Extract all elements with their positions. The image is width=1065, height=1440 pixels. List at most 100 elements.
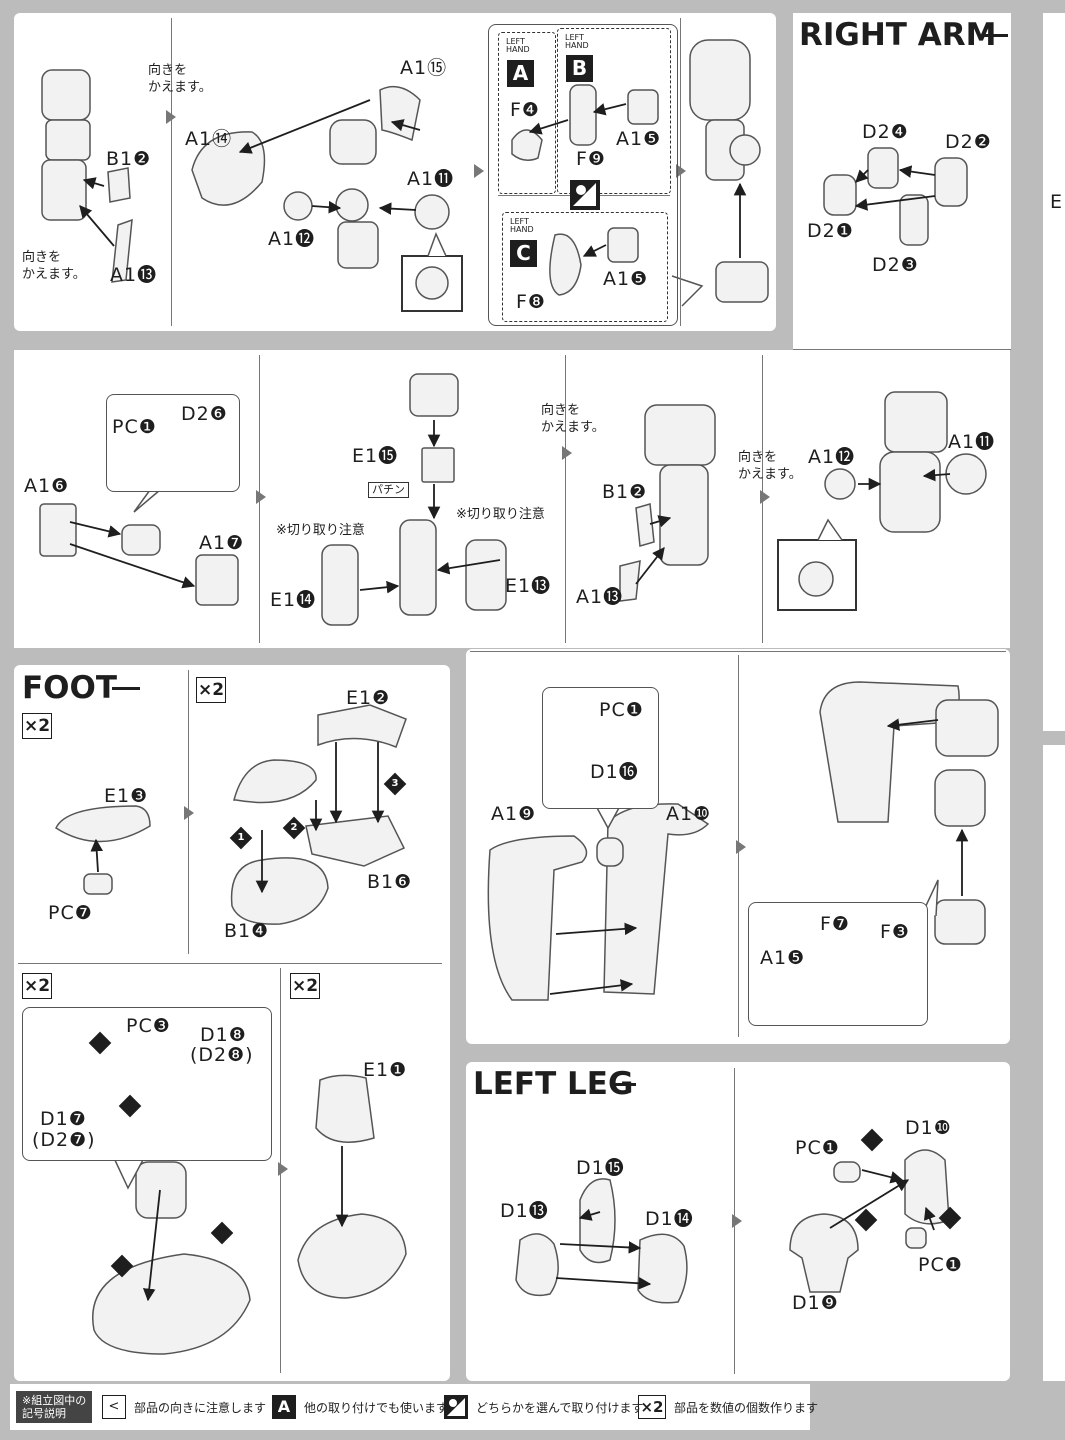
hand-badge-c: C	[510, 240, 537, 267]
snap-sound-label: パチン	[368, 482, 409, 498]
title-underline	[610, 1083, 636, 1086]
part-label: F❼	[820, 913, 850, 935]
cut-caution-note: ※切り取り注意	[456, 507, 545, 522]
part-label: (D2❼)	[32, 1129, 96, 1151]
part-label: A1❺	[760, 947, 806, 969]
divider	[18, 963, 442, 964]
legend-quantity: ×2 部品を数値の個数作ります	[638, 1384, 818, 1430]
part-label: PC❶	[918, 1254, 963, 1276]
callout-box	[22, 1007, 272, 1161]
part-label: D2❹	[862, 121, 909, 143]
part-label: A1❻	[24, 475, 70, 497]
page-edge-letter: E	[1050, 191, 1064, 213]
part-label: A1⓫	[407, 168, 455, 190]
panel-right-edge	[1043, 13, 1065, 731]
part-label: D1⓭	[500, 1200, 549, 1222]
section-title: FOOT	[22, 670, 118, 706]
legend-choose: どちらかを選んで取り付けます	[444, 1384, 643, 1430]
symbol-legend: ※組立図中の 記号説明 < 部品の向きに注意します A 他の取り付けでも使います…	[10, 1384, 818, 1430]
flow-arrow-icon	[760, 490, 770, 504]
part-label: PC❶	[795, 1137, 840, 1159]
part-label: A1❼	[199, 532, 245, 554]
part-label: F❹	[510, 99, 540, 121]
divider	[171, 18, 172, 326]
quantity-badge: ×2	[22, 973, 52, 999]
step-number: 3	[391, 778, 399, 789]
flow-arrow-icon	[278, 1162, 288, 1176]
legend-text: どちらかを選んで取り付けます	[476, 1400, 644, 1415]
turn-instruction: 向きを かえます。	[541, 403, 605, 435]
part-label: A1⓫	[948, 431, 996, 453]
part-label: PC❼	[48, 902, 93, 924]
cut-caution-note: ※切り取り注意	[276, 523, 365, 538]
part-label: A1⑮	[400, 57, 448, 79]
quantity-badge: ×2	[290, 973, 320, 999]
flow-arrow-icon	[562, 446, 572, 460]
part-label: A1⓬	[808, 446, 856, 468]
title-underline	[984, 34, 1008, 37]
reuse-badge: A	[272, 1395, 296, 1419]
choose-one-icon	[444, 1395, 468, 1419]
legend-header-text: ※組立図中の 記号説明	[16, 1391, 93, 1423]
part-label: A1❾	[491, 803, 537, 825]
flow-arrow-icon	[256, 490, 266, 504]
part-label: B1❹	[224, 920, 270, 942]
hand-options-box	[488, 24, 678, 326]
hand-badge-a: A	[507, 60, 534, 87]
part-label: B1❻	[367, 871, 413, 893]
callout-box	[106, 394, 240, 492]
flow-arrow-icon	[184, 806, 194, 820]
flow-arrow-icon	[474, 164, 484, 178]
part-label: F❽	[516, 291, 546, 313]
part-label: A1⓭	[576, 586, 624, 608]
section-title: LEFT LEG	[473, 1066, 634, 1102]
part-label: D1⓮	[645, 1208, 694, 1230]
part-label: B1❷	[106, 148, 152, 170]
quantity-badge: ×2	[22, 713, 52, 739]
part-label: PC❶	[599, 699, 644, 721]
part-label: E1⓯	[352, 445, 399, 467]
hand-title: LEFT HAND	[506, 37, 530, 54]
part-label: A1❺	[616, 128, 662, 150]
part-label: D2❻	[181, 403, 228, 425]
part-label: D2❷	[945, 131, 992, 153]
part-label: E1❷	[346, 687, 391, 709]
turn-instruction: 向きを かえます。	[738, 450, 802, 482]
part-label: D1❿	[905, 1117, 952, 1139]
part-label: A1⓭	[110, 264, 158, 286]
part-label: B1❷	[602, 481, 648, 503]
hand-title: LEFT HAND	[510, 217, 534, 234]
part-label: D2❸	[872, 254, 919, 276]
flow-arrow-icon	[676, 164, 686, 178]
part-label: E1❸	[104, 785, 149, 807]
hand-option-a	[498, 32, 556, 194]
step-number: 1	[237, 832, 245, 843]
turn-instruction: 向きを かえます。	[22, 250, 86, 282]
hand-title: LEFT HAND	[565, 33, 589, 50]
section-title: RIGHT ARM	[799, 17, 997, 53]
part-label: D1❾	[792, 1292, 839, 1314]
part-label: F❾	[576, 148, 606, 170]
divider	[565, 355, 566, 643]
part-label: (D2❽)	[190, 1044, 254, 1066]
choose-one-icon	[570, 180, 600, 210]
turn-instruction: 向きを かえます。	[148, 63, 212, 95]
part-label: F❸	[880, 921, 910, 943]
legend-reuse: A 他の取り付けでも使います	[272, 1384, 448, 1430]
flow-arrow-icon	[166, 110, 176, 124]
hand-badge-b: B	[566, 55, 593, 82]
part-label: D1⓰	[590, 761, 639, 783]
step-number: 2	[290, 822, 298, 833]
divider	[470, 651, 1006, 652]
callout-box	[748, 902, 928, 1026]
quantity-badge: ×2	[196, 677, 226, 703]
legend-orientation: < 部品の向きに注意します	[102, 1384, 266, 1430]
orientation-icon: <	[102, 1395, 126, 1419]
part-label: PC❶	[112, 416, 157, 438]
part-label: E1❶	[363, 1059, 408, 1081]
part-label: PC❸	[126, 1015, 171, 1037]
part-label: D1❽	[200, 1024, 247, 1046]
part-label: A1❿	[666, 803, 712, 825]
panel-top-assembly	[14, 13, 776, 331]
flow-arrow-icon	[736, 840, 746, 854]
